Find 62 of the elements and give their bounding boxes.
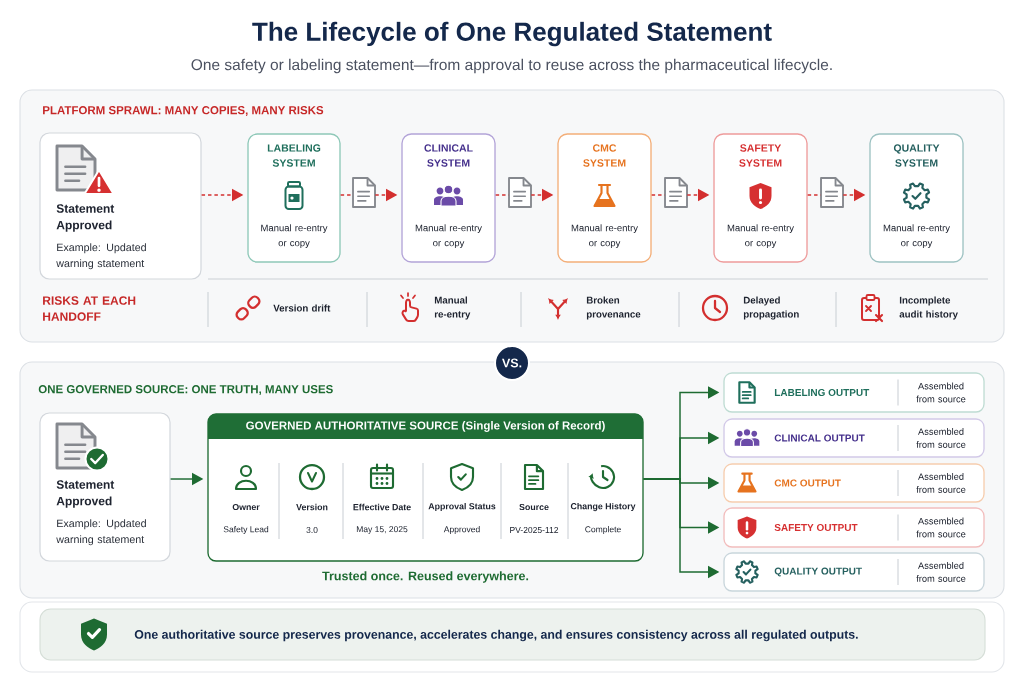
node-label: QUALITY OUTPUT	[774, 567, 862, 577]
subtitle: One safety or labeling statement—from approval to reuse across the pharmaceutical lifecycle.	[191, 58, 832, 74]
field-label: Source	[519, 503, 549, 511]
title: The Lifecycle of One Regulated Statement	[252, 21, 772, 47]
output-box: CMC OUTPUT Assembled from source	[723, 463, 985, 503]
node-label: Assembled from source	[916, 382, 966, 403]
field-value: Approved	[443, 526, 480, 534]
field-label: Approval Status	[428, 502, 496, 512]
node-label: QUALITY SYSTEM	[893, 144, 940, 167]
node-label: CLINICAL OUTPUT	[774, 434, 865, 442]
risk-label: Version drift	[273, 304, 331, 312]
node-label: Assembled from source	[916, 517, 966, 538]
vs-badge: VS.	[494, 345, 530, 381]
output-box: CLINICAL OUTPUT Assembled from source	[723, 418, 985, 458]
dashed-line	[806, 194, 822, 196]
risk-label: Delayed propagation	[743, 296, 799, 320]
node-label: CLINICAL SYSTEM	[424, 144, 473, 167]
dashed-line	[494, 194, 510, 196]
node-label: Assembled from source	[916, 562, 966, 582]
dashed-line	[650, 194, 666, 196]
document-icon	[508, 177, 532, 208]
field-value: 3.0	[306, 527, 318, 533]
output-box: SAFETY OUTPUT Assembled from source	[723, 507, 985, 548]
risk-label: Incomplete audit history	[899, 296, 958, 320]
node-label: LABELING SYSTEM	[267, 144, 321, 167]
statement-box: Statement Approved Example: Updated warning statement	[39, 132, 202, 280]
node-label: CMC OUTPUT	[774, 479, 841, 487]
output-box: QUALITY OUTPUT Assembled from source	[723, 552, 985, 592]
tagline: Trusted once. Reused everywhere.	[322, 571, 529, 583]
system-box: SAFETY SYSTEM Manual re-entry or copy	[713, 133, 808, 263]
node-label: CMC SYSTEM	[583, 144, 626, 167]
risk-heading: RISKS AT EACH HANDOFF	[43, 296, 136, 321]
node-label: Manual re-entry or copy	[261, 224, 328, 249]
node-label: Assembled from source	[916, 428, 966, 448]
document-icon	[820, 177, 844, 208]
node-label: Manual re-entry or copy	[727, 224, 794, 249]
system-box: CMC SYSTEM Manual re-entry or copy	[557, 133, 652, 263]
system-box: CLINICAL SYSTEM Manual re-entry or copy	[401, 133, 496, 263]
risk-label: Broken provenance	[586, 296, 641, 320]
field-label: Change History	[570, 502, 636, 512]
node-label: Assembled from source	[916, 473, 966, 493]
document-icon	[664, 177, 688, 208]
dashed-line	[339, 194, 354, 196]
field-value: PV-2025-112	[510, 527, 559, 533]
system-box: LABELING SYSTEM Manual re-entry or copy	[247, 133, 341, 263]
banner: One authoritative source preserves provenance, accelerates change, and ensures consistency across all regulated outputs.	[39, 608, 986, 661]
node-label: Manual re-entry or copy	[883, 224, 950, 249]
node-label: SAFETY SYSTEM	[739, 144, 782, 167]
field-value: Safety Lead	[223, 526, 269, 534]
node-label: LABELING OUTPUT	[774, 388, 870, 397]
system-box: QUALITY SYSTEM Manual re-entry or copy	[869, 133, 964, 263]
node-label: SAFETY OUTPUT	[774, 523, 858, 532]
node-label: Manual re-entry or copy	[571, 224, 638, 249]
node-label: Manual re-entry or copy	[415, 224, 482, 249]
risk-label: Manual re-entry	[434, 296, 471, 320]
field-value: Complete	[585, 526, 621, 534]
field-label: Version	[296, 503, 328, 511]
field-label: Effective Date	[353, 503, 411, 511]
document-icon	[352, 177, 376, 208]
field-label: Owner	[232, 503, 260, 511]
field-value: May 15, 2025	[356, 526, 408, 534]
output-box: LABELING OUTPUT Assembled from source	[723, 372, 985, 413]
